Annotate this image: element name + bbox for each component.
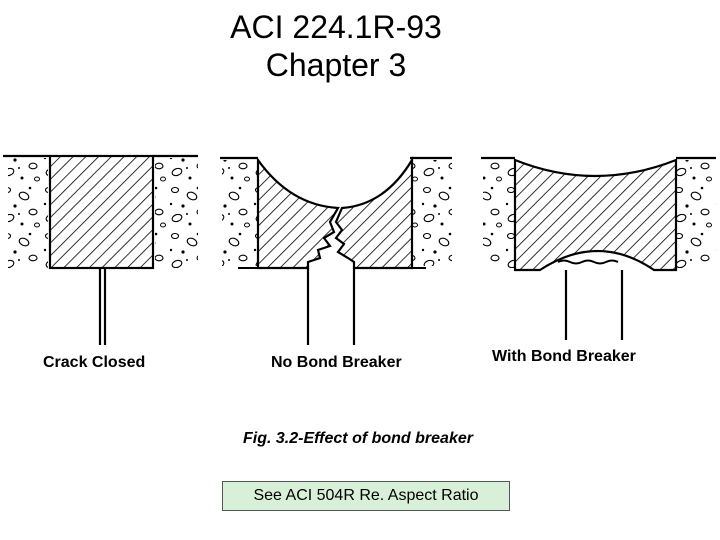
sealant (48, 154, 155, 270)
concrete-left (8, 158, 48, 268)
bond-breaker-tape (557, 259, 619, 265)
concrete-right (676, 160, 716, 268)
title-line-1: ACI 224.1R-93 (230, 9, 442, 45)
panel-crack-closed (3, 154, 198, 345)
label-no-bond-breaker: No Bond Breaker (271, 354, 402, 371)
panel-no-bond-breaker (220, 156, 452, 345)
label-crack-closed: Crack Closed (43, 354, 146, 371)
figure-caption: Fig. 3.2-Effect of bond breaker (243, 430, 473, 447)
panel-with-bond-breaker (481, 156, 716, 340)
concrete-right (155, 158, 198, 268)
concrete-left (222, 160, 258, 266)
slide-title: ACI 224.1R-93 Chapter 3 (0, 8, 672, 84)
sealant-left-half (256, 156, 340, 270)
concrete-left (483, 160, 515, 268)
joint-sealant-diagrams (3, 154, 716, 345)
note-box: See ACI 504R Re. Aspect Ratio (222, 481, 510, 511)
concrete-right (412, 160, 452, 266)
sealant (513, 158, 678, 272)
label-with-bond-breaker: With Bond Breaker (492, 348, 636, 365)
sealant-right-half (334, 156, 414, 270)
title-line-2: Chapter 3 (265, 47, 407, 83)
